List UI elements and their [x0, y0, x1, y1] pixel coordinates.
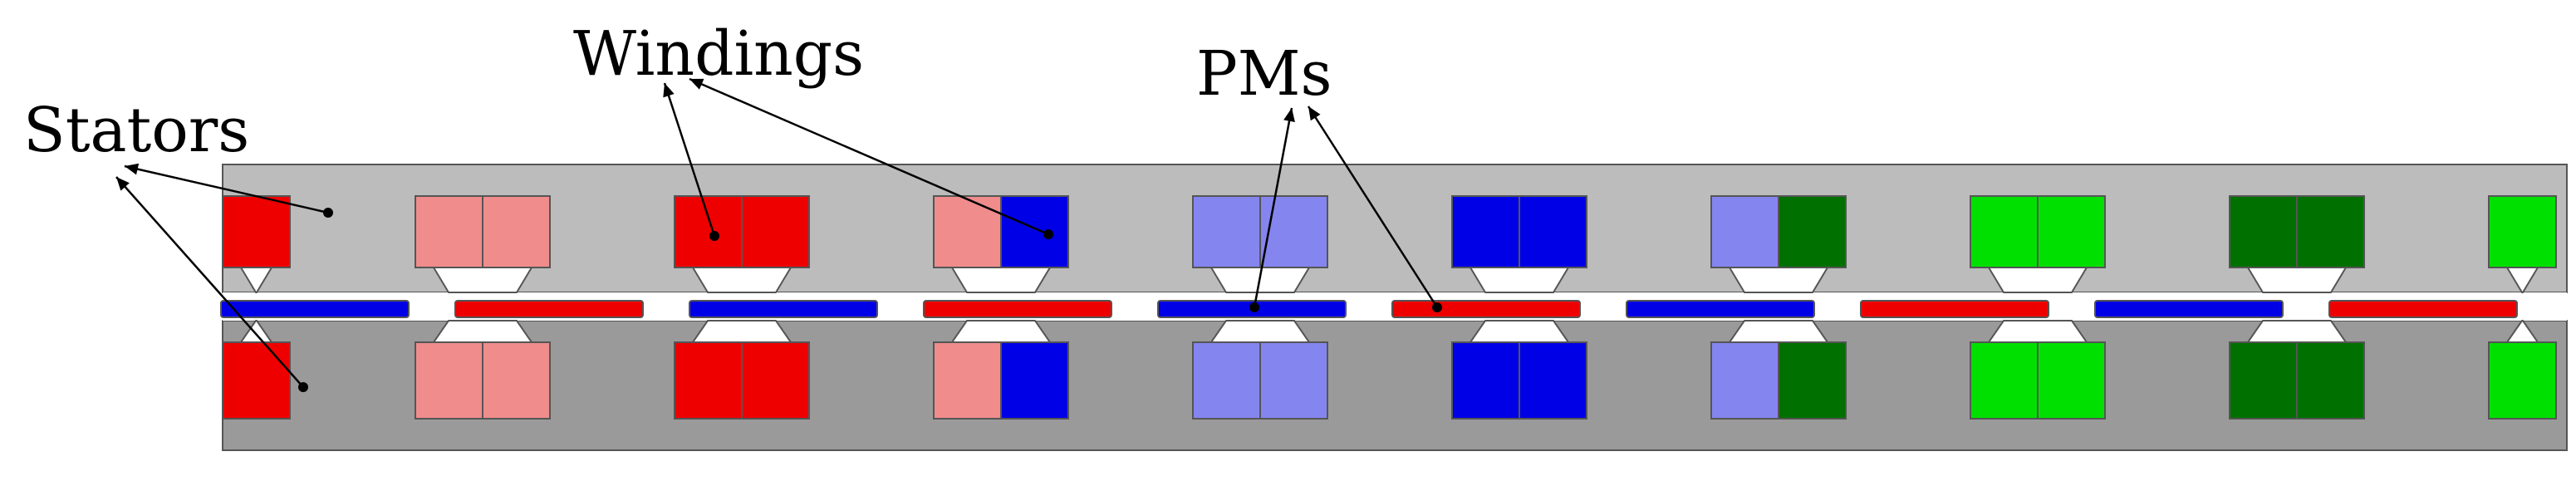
upper-winding-coil: [1519, 195, 1587, 268]
upper-winding-coil: [2296, 195, 2365, 268]
lower-winding-coil: [1000, 341, 1069, 420]
upper-winding-coil: [1970, 195, 2039, 268]
upper-winding-coil: [482, 195, 551, 268]
stators-arrow-lower-dot: [298, 382, 308, 392]
upper-winding-coil: [1000, 195, 1069, 268]
upper-winding-coil: [1778, 195, 1847, 268]
stators-arrow-upper: [124, 164, 329, 214]
lower-winding-coil: [1192, 341, 1261, 420]
stators-arrow-upper-dot: [323, 208, 333, 218]
upper-winding-coil: [1259, 195, 1328, 268]
windings-arrow-left-head: [663, 83, 675, 98]
lower-winding-coil: [674, 341, 743, 420]
permanent-magnet: [1391, 300, 1581, 318]
upper-winding-coil: [2488, 195, 2557, 268]
upper-stator: [222, 164, 2568, 293]
annotation-arrows: [115, 77, 1442, 392]
windings: [222, 195, 2557, 420]
stators-label: Stators: [23, 95, 250, 166]
permanent-magnet: [1626, 300, 1815, 318]
lower-winding-coil: [933, 341, 1002, 420]
lower-winding-coil: [2296, 341, 2365, 420]
lower-winding-coil: [2488, 341, 2557, 420]
upper-winding-coil: [415, 195, 483, 268]
upper-winding-coil: [741, 195, 810, 268]
windings-label: Windings: [573, 18, 865, 90]
windings-arrow-left-dot: [709, 231, 719, 241]
lower-winding-coil: [1970, 341, 2039, 420]
permanent-magnet: [923, 300, 1112, 318]
lower-winding-coil: [1710, 341, 1779, 420]
upper-winding-coil: [1451, 195, 1520, 268]
lower-winding-coil: [1519, 341, 1587, 420]
lower-winding-coil: [2037, 341, 2106, 420]
pms-label: PMs: [1196, 38, 1332, 110]
lower-winding-coil: [415, 341, 483, 420]
lower-winding-coil: [1451, 341, 1520, 420]
upper-winding-coil: [222, 195, 291, 268]
pms-arrow-left-dot: [1249, 302, 1259, 312]
pms-arrow-left-head: [1283, 108, 1295, 123]
upper-winding-coil: [1710, 195, 1779, 268]
lower-winding-coil: [741, 341, 810, 420]
upper-winding-coil: [1192, 195, 1261, 268]
lower-winding-coil: [2229, 341, 2298, 420]
pms-arrow-left: [1253, 107, 1293, 308]
upper-winding-coil: [933, 195, 1002, 268]
windings-arrow-left: [663, 82, 716, 237]
permanent-magnet: [2094, 300, 2284, 318]
lower-winding-coil: [222, 341, 291, 420]
permanent-magnet: [220, 300, 410, 318]
stators-arrow-upper-head: [125, 163, 140, 175]
pms-arrow-right-dot: [1432, 302, 1442, 312]
stator-teeth: [223, 267, 2556, 343]
permanent-magnet: [2328, 300, 2518, 318]
windings-arrow-right-head: [689, 78, 704, 90]
permanent-magnet: [454, 300, 644, 318]
windings-arrow-right-dot: [1043, 229, 1053, 239]
lower-winding-coil: [482, 341, 551, 420]
pms-arrow-right: [1307, 106, 1439, 308]
upper-winding-coil: [674, 195, 743, 268]
stators-arrow-lower: [115, 176, 304, 388]
lower-winding-coil: [1778, 341, 1847, 420]
windings-arrow-right: [689, 77, 1049, 236]
permanent-magnet: [689, 300, 878, 318]
lower-winding-coil: [1259, 341, 1328, 420]
lower-stator: [222, 320, 2568, 451]
stators-arrow-lower-head: [116, 177, 130, 191]
upper-winding-coil: [2229, 195, 2298, 268]
upper-winding-coil: [2037, 195, 2106, 268]
permanent-magnet: [1860, 300, 2049, 318]
pms-arrow-right-head: [1308, 106, 1321, 121]
